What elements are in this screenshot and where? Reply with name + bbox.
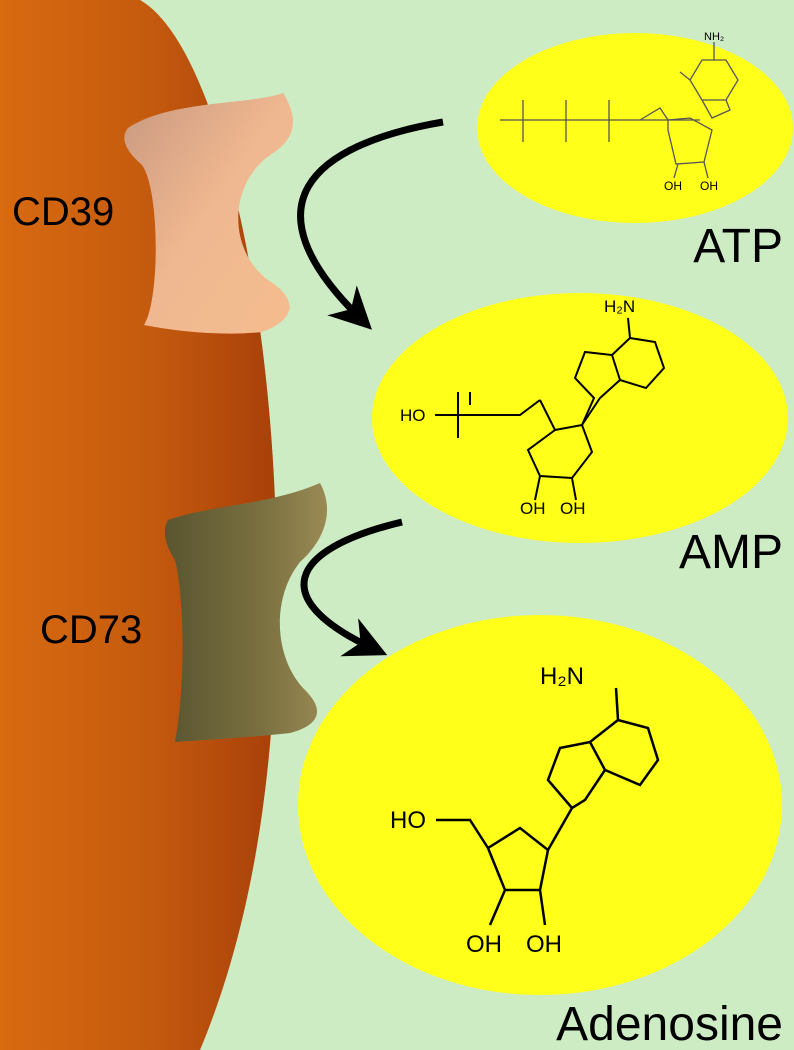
adenosine-h2n: H₂N [540, 663, 584, 690]
amp-h2n: H₂N [604, 297, 635, 316]
atp-oh2: OH [700, 179, 718, 193]
atp-nh2: NH₂ [704, 31, 724, 43]
adenosine-bubble [298, 615, 782, 995]
atp-bubble [477, 33, 793, 223]
adenosine-oh1: OH [466, 931, 502, 958]
amp-oh1: OH [520, 499, 546, 518]
atp-structure [500, 42, 739, 179]
amp-label: AMP [679, 526, 783, 579]
cd73-protein [164, 483, 328, 742]
atp-oh1: OH [664, 179, 682, 193]
atp-to-amp-arrow [297, 118, 444, 330]
adenosine-structure [436, 687, 660, 926]
cd73-label: CD73 [40, 608, 142, 652]
amp-bubble [372, 293, 788, 543]
adenosine-label: Adenosine [556, 998, 783, 1050]
adenosine-oh2: OH [526, 931, 562, 958]
amp-structure [435, 317, 666, 501]
adenosine-ho: HO [390, 807, 426, 834]
amp-ho: HO [400, 406, 426, 425]
cd39-label: CD39 [12, 190, 114, 234]
amp-to-adenosine-arrow [300, 518, 403, 657]
cd39-protein [124, 93, 293, 334]
amp-oh2: OH [560, 499, 586, 518]
atp-label: ATP [693, 220, 783, 273]
